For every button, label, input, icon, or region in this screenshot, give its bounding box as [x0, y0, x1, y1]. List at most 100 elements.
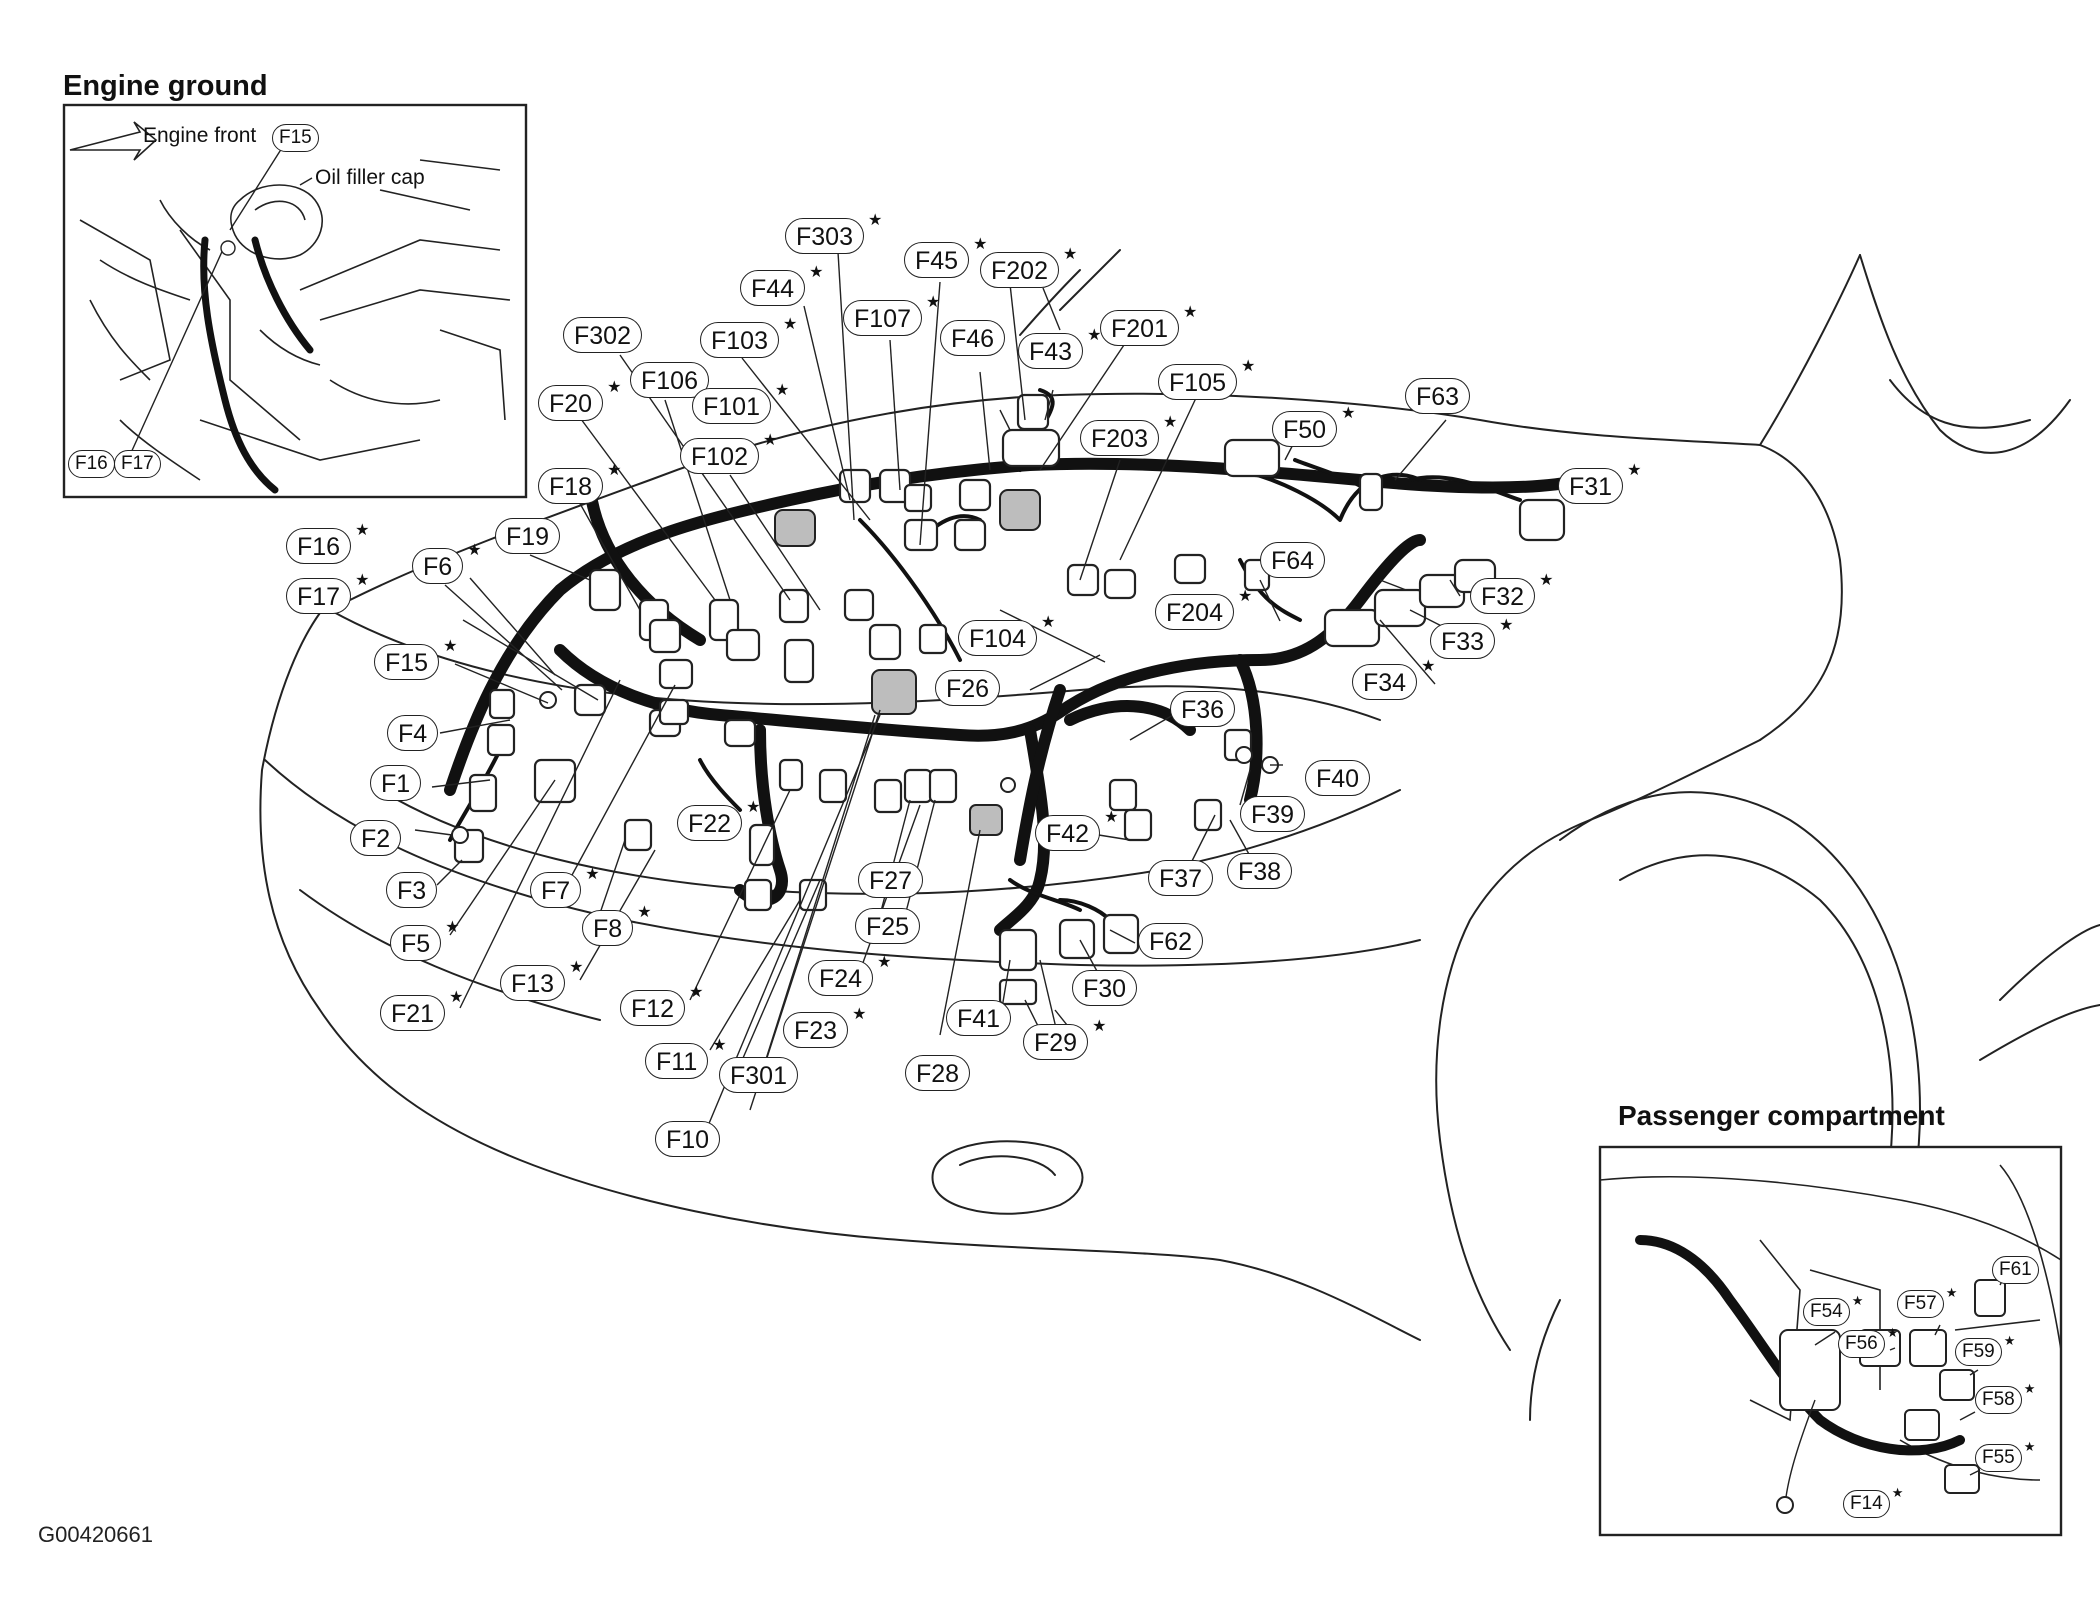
- connector-label-f12: F12: [620, 990, 686, 1026]
- passenger-label-f56: F56: [1838, 1330, 1885, 1358]
- star-marker: ★: [867, 210, 883, 229]
- connector-label-f63: F63: [1405, 378, 1471, 414]
- connector-label-f302: F302: [563, 317, 642, 353]
- star-marker: ★: [1945, 1286, 1958, 1301]
- star-marker: ★: [1087, 325, 1102, 344]
- connector-label-f32: F32: [1470, 578, 1536, 614]
- connector-label-f301: F301: [719, 1057, 798, 1093]
- connector-label-f16: F16: [286, 528, 352, 564]
- connector-label-f19: F19: [495, 518, 561, 554]
- passenger-label-f14: F14: [1843, 1490, 1890, 1518]
- connector-label-f5: F5: [390, 925, 442, 961]
- connector-label-f44: F44: [740, 270, 806, 306]
- star-marker: ★: [585, 864, 600, 883]
- star-marker: ★: [1886, 1326, 1899, 1341]
- connector-label-f29: F29: [1023, 1024, 1089, 1060]
- connector-label-f17: F17: [286, 578, 352, 614]
- connector-label-f30: F30: [1072, 970, 1138, 1006]
- figure-code: G00420661: [38, 1522, 153, 1547]
- connector-label-f46: F46: [940, 320, 1006, 356]
- star-marker: ★: [1891, 1486, 1904, 1501]
- engine-ground-title: Engine ground: [63, 70, 268, 102]
- passenger-label-f58: F58: [1975, 1386, 2022, 1414]
- star-marker: ★: [355, 570, 370, 589]
- connector-label-f18: F18: [538, 468, 604, 504]
- star-marker: ★: [809, 262, 824, 281]
- passenger-label-f55: F55: [1975, 1444, 2022, 1472]
- passenger-label-f54: F54: [1803, 1298, 1850, 1326]
- connector-label-f6: F6: [412, 548, 464, 584]
- connector-label-f64: F64: [1260, 542, 1326, 578]
- connector-label-f105: F105: [1158, 364, 1237, 400]
- connector-label-f36: F36: [1170, 691, 1236, 727]
- engine-ground-label-f15: F15: [272, 124, 319, 152]
- star-marker: ★: [1539, 570, 1554, 589]
- connector-label-f106: F106: [630, 362, 709, 398]
- star-marker: ★: [607, 460, 622, 479]
- star-marker: ★: [712, 1035, 727, 1054]
- connector-label-f41: F41: [946, 1000, 1012, 1036]
- star-marker: ★: [746, 797, 761, 816]
- star-marker: ★: [569, 957, 584, 976]
- connector-label-f62: F62: [1138, 923, 1204, 959]
- connector-label-f37: F37: [1148, 860, 1214, 896]
- connector-label-f202: F202: [980, 252, 1059, 288]
- connector-label-f2: F2: [350, 820, 402, 856]
- connector-label-f15: F15: [374, 644, 440, 680]
- star-marker: ★: [443, 636, 458, 655]
- engine-ground-label-f16: F16: [68, 450, 115, 478]
- star-marker: ★: [449, 987, 464, 1006]
- star-marker: ★: [689, 982, 704, 1001]
- engine-front-label: Engine front: [143, 124, 257, 147]
- connector-label-f10: F10: [655, 1121, 721, 1157]
- star-marker: ★: [1627, 460, 1642, 479]
- passenger-label-f59: F59: [1955, 1338, 2002, 1366]
- star-marker: ★: [1421, 656, 1436, 675]
- star-marker: ★: [1851, 1294, 1864, 1309]
- connector-label-f27: F27: [858, 862, 924, 898]
- star-marker: ★: [762, 430, 778, 449]
- connector-label-f22: F22: [677, 805, 743, 841]
- star-marker: ★: [782, 314, 798, 333]
- connector-label-f13: F13: [500, 965, 566, 1001]
- connector-label-f39: F39: [1240, 796, 1306, 832]
- star-marker: ★: [973, 234, 988, 253]
- star-marker: ★: [1092, 1016, 1107, 1035]
- connector-label-f7: F7: [530, 872, 582, 908]
- connector-label-f34: F34: [1352, 664, 1418, 700]
- connector-label-f107: F107: [843, 300, 922, 336]
- oil-filler-cap-label: Oil filler cap: [315, 166, 425, 189]
- connector-label-f103: F103: [700, 322, 779, 358]
- star-marker: ★: [467, 540, 482, 559]
- connector-label-f11: F11: [645, 1043, 709, 1079]
- connector-label-f43: F43: [1018, 333, 1084, 369]
- connector-label-f40: F40: [1305, 760, 1371, 796]
- star-marker: ★: [2023, 1382, 2036, 1397]
- star-marker: ★: [1499, 615, 1514, 634]
- star-marker: ★: [1182, 302, 1198, 321]
- connector-label-f102: F102: [680, 438, 759, 474]
- connector-label-f4: F4: [387, 715, 439, 751]
- star-marker: ★: [607, 377, 622, 396]
- connector-label-f101: F101: [692, 388, 771, 424]
- connector-label-f28: F28: [905, 1055, 971, 1091]
- passenger-label-f61: F61: [1992, 1256, 2039, 1284]
- connector-label-f33: F33: [1430, 623, 1496, 659]
- star-marker: ★: [774, 380, 790, 399]
- passenger-label-f57: F57: [1897, 1290, 1944, 1318]
- connector-label-f1: F1: [370, 765, 422, 801]
- star-marker: ★: [925, 292, 941, 311]
- star-marker: ★: [1237, 586, 1253, 605]
- star-marker: ★: [1240, 356, 1256, 375]
- connector-label-f303: F303: [785, 218, 864, 254]
- star-marker: ★: [852, 1004, 867, 1023]
- star-marker: ★: [2003, 1334, 2016, 1349]
- connector-label-f31: F31: [1558, 468, 1624, 504]
- star-marker: ★: [1040, 612, 1056, 631]
- star-marker: ★: [355, 520, 370, 539]
- connector-label-f23: F23: [783, 1012, 849, 1048]
- connector-label-f21: F21: [380, 995, 446, 1031]
- connector-label-f38: F38: [1227, 853, 1293, 889]
- connector-label-f203: F203: [1080, 420, 1159, 456]
